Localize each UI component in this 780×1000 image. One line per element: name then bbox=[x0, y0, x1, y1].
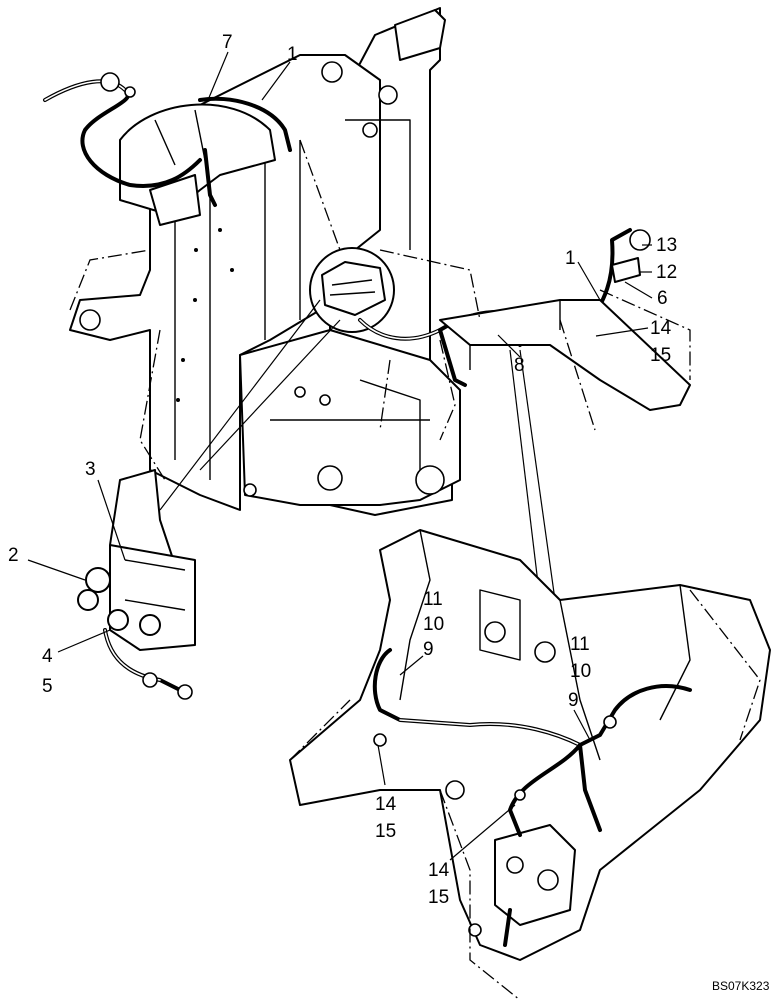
callout-9-left: 9 bbox=[423, 639, 434, 660]
harness-upper-left bbox=[43, 72, 292, 207]
callout-5: 5 bbox=[42, 676, 53, 697]
callout-10-left: 10 bbox=[423, 614, 444, 635]
valve-cluster-frame bbox=[309, 247, 395, 333]
main-frame bbox=[69, 7, 461, 516]
callout-2: 2 bbox=[8, 545, 19, 566]
callout-4: 4 bbox=[42, 646, 53, 667]
callout-14-low-left: 14 bbox=[375, 794, 397, 815]
callout-12: 12 bbox=[656, 262, 677, 283]
callout-1-right: 1 bbox=[565, 248, 576, 269]
callout-6: 6 bbox=[657, 288, 668, 309]
callout-13: 13 bbox=[656, 235, 677, 256]
callout-14-right: 14 bbox=[650, 318, 672, 339]
callout-11-right: 11 bbox=[570, 634, 590, 655]
callout-9-right: 9 bbox=[568, 690, 579, 711]
valve-detail bbox=[77, 469, 196, 700]
right-arm bbox=[439, 299, 691, 411]
callout-15-low-left: 15 bbox=[375, 821, 396, 842]
callout-11-left: 11 bbox=[423, 589, 443, 610]
callout-10-right: 10 bbox=[570, 661, 591, 682]
phantom-lines-upper bbox=[69, 139, 691, 481]
detail-leaders bbox=[159, 299, 556, 601]
axle-housing-detail bbox=[289, 529, 771, 961]
harness-lower bbox=[372, 648, 692, 947]
phantom-lines-lower bbox=[289, 589, 761, 1000]
callout-14-low-mid: 14 bbox=[428, 860, 450, 881]
callout-3: 3 bbox=[85, 459, 96, 480]
callout-15-low-mid: 15 bbox=[428, 887, 449, 908]
callout-labels: 7 1 3 2 4 5 13 12 1 6 14 15 8 11 10 9 11… bbox=[8, 32, 770, 993]
callout-8: 8 bbox=[514, 355, 525, 376]
callout-1-top: 1 bbox=[287, 44, 298, 65]
callout-7: 7 bbox=[222, 32, 233, 53]
drawing-code: BS07K323 bbox=[712, 979, 770, 993]
callout-15-right: 15 bbox=[650, 345, 671, 366]
callout-leaders bbox=[27, 51, 653, 861]
